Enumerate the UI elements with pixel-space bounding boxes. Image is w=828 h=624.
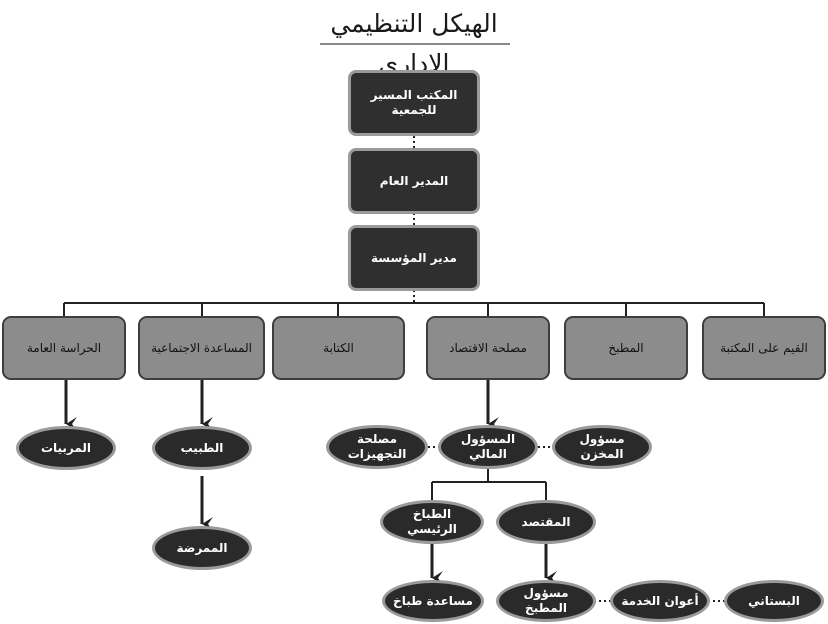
department-security: الحراسة العامة (2, 316, 126, 380)
staff-doctor: الطبيب (152, 426, 252, 470)
department-secretariat: الكتابة (272, 316, 405, 380)
staff-warehouse: مسؤول المخزن (552, 425, 652, 469)
board-node: المكتب المسير للجمعية (348, 70, 480, 136)
staff-cook-assistant: مساعدة طباخ (382, 580, 484, 622)
general-manager-node: المدير العام (348, 148, 480, 214)
department-social: المساعدة الاجتماعية (138, 316, 265, 380)
department-kitchen: المطبخ (564, 316, 688, 380)
staff-finance-officer: المسؤول المالي (438, 425, 538, 469)
director-node: مدير المؤسسة (348, 225, 480, 291)
staff-kitchen-officer: مسؤول المطبخ (496, 580, 596, 622)
staff-service-agents: أعوان الخدمة (610, 580, 710, 622)
department-finance: مصلحة الاقتصاد (426, 316, 550, 380)
chart-title: الهيكل التنظيمي الإداري (330, 9, 498, 78)
staff-equipment: مصلحة التجهيزات (326, 425, 428, 469)
staff-steward: المقتصد (496, 500, 596, 544)
staff-head-cook: الطباخ الرئيسي (380, 500, 484, 544)
staff-nurse: الممرضة (152, 526, 252, 570)
staff-educators: المربيات (16, 426, 116, 470)
department-library: القيم على المكتبة (702, 316, 826, 380)
staff-gardener: البستاني (724, 580, 824, 622)
